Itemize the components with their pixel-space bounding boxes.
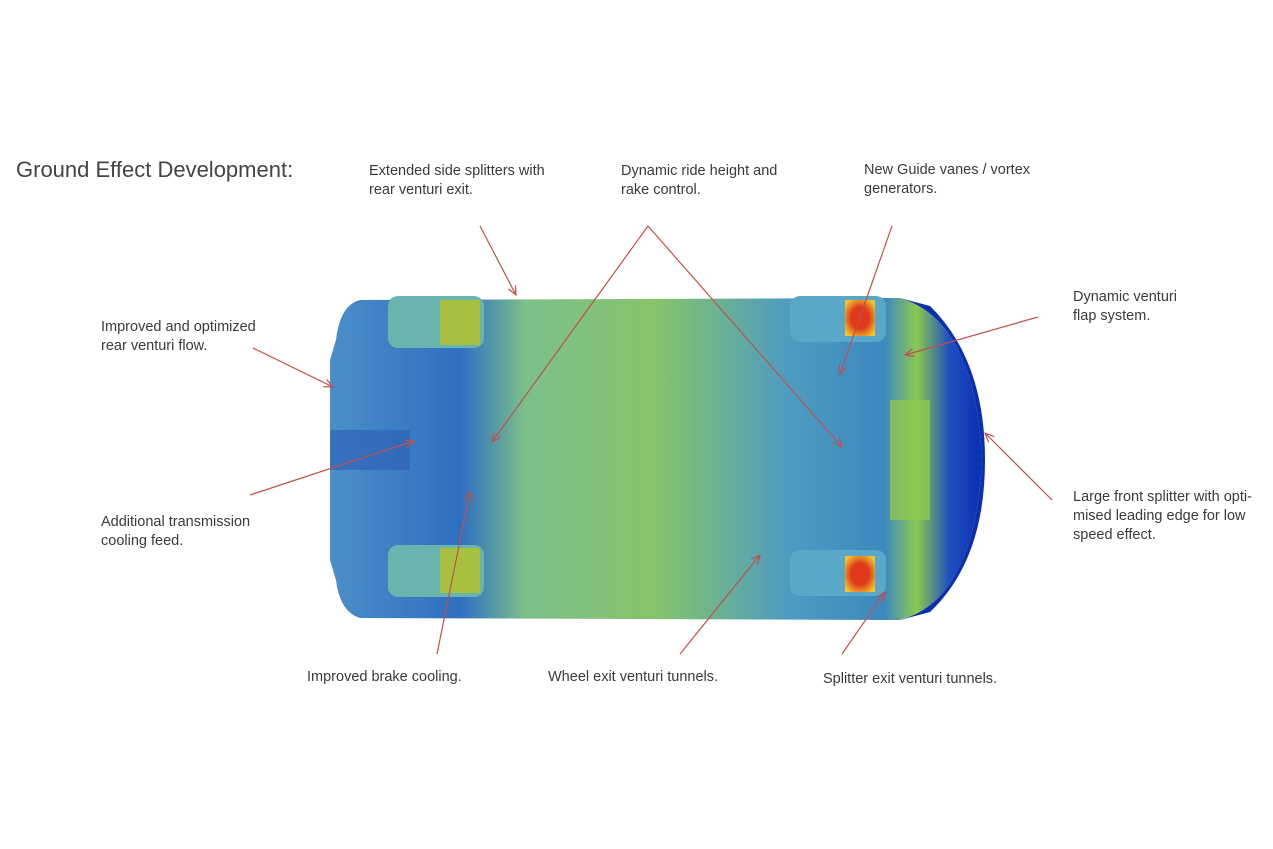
label-guide-vanes: New Guide vanes / vortex generators. (864, 161, 1030, 199)
label-line: Extended side splitters with (369, 163, 545, 179)
arrow-ride-height-front (647, 225, 842, 447)
label-line: cooling feed. (101, 533, 184, 549)
label-line: rear venturi flow. (101, 338, 208, 354)
arrow-wheel-exit (679, 555, 760, 655)
label-venturi-flap: Dynamic venturi flap system. (1073, 288, 1177, 326)
arrow-transmission (249, 441, 414, 496)
label-line: rear venturi exit. (369, 182, 473, 198)
label-front-splitter: Large front splitter with opti- mised le… (1073, 488, 1252, 545)
arrow-brake-cooling (436, 492, 470, 655)
car-body (330, 298, 985, 620)
arrow-splitter-exit (841, 592, 885, 655)
arrow-rear-venturi (252, 347, 333, 387)
annotation-arrows (249, 225, 1053, 655)
label-ride-height: Dynamic ride height and rake control. (621, 162, 777, 200)
label-line: Dynamic ride height and (621, 163, 778, 179)
label-transmission: Additional transmission cooling feed. (101, 513, 250, 551)
label-line: Additional transmission (101, 514, 251, 530)
arrow-side-splitters (479, 225, 516, 295)
label-splitter-exit: Splitter exit venturi tunnels. (823, 671, 998, 687)
label-side-splitters: Extended side splitters with rear ventur… (369, 162, 545, 200)
front-wheel-bottom (790, 550, 886, 596)
label-line: flap system. (1073, 308, 1151, 324)
arrow-ride-height-rear (492, 225, 649, 442)
label-line: Large front splitter with opti- (1073, 489, 1252, 505)
front-wheel-top (790, 296, 886, 342)
arrow-front-splitter (985, 433, 1053, 501)
label-brake-cooling: Improved brake cooling. (307, 669, 462, 685)
label-line: New Guide vanes / vortex (864, 162, 1031, 178)
label-rear-venturi: Improved and optimized rear venturi flow… (101, 318, 256, 356)
rear-wheel-bottom (388, 545, 484, 597)
label-line: generators. (864, 181, 938, 197)
diagram-title: Ground Effect Development: (16, 157, 294, 182)
label-line: Dynamic venturi (1073, 289, 1177, 305)
label-line: Improved and optimized (101, 319, 256, 335)
arrow-guide-vanes (840, 225, 893, 374)
label-wheel-exit: Wheel exit venturi tunnels. (548, 669, 719, 685)
arrow-venturi-flap (905, 316, 1039, 355)
label-line: speed effect. (1073, 527, 1156, 543)
rear-wheel-top (388, 296, 484, 348)
label-line: mised leading edge for low (1073, 508, 1246, 524)
label-line: rake control. (621, 182, 701, 198)
